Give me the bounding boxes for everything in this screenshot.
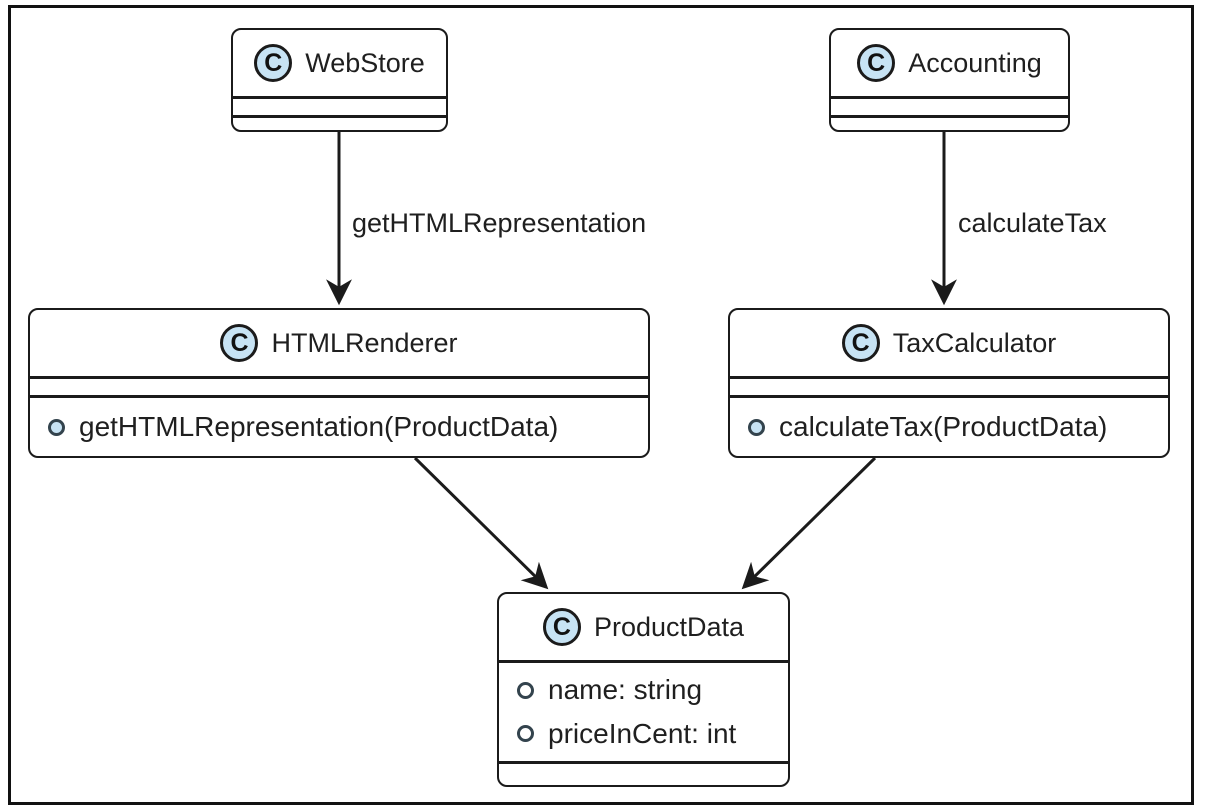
attributes-section-empty [831,96,1068,115]
edge-htmlrenderer-productdata [413,456,549,590]
class-productdata: C ProductData name: string priceInCent: … [497,592,790,787]
class-taxcalculator-header: C TaxCalculator [730,310,1168,376]
class-taxcalculator: C TaxCalculator calculateTax(ProductData… [728,308,1170,458]
methods-section: getHTMLRepresentation(ProductData) [30,395,648,456]
class-name: HTMLRenderer [271,327,458,358]
field-visibility-icon [517,681,534,699]
class-productdata-header: C ProductData [499,594,788,660]
class-htmlrenderer: C HTMLRenderer getHTMLRepresentation(Pro… [28,308,650,458]
methods-section: calculateTax(ProductData) [730,395,1168,456]
field-row: priceInCent: int [517,718,788,750]
class-webstore: C WebStore [231,28,448,132]
field-signature: priceInCent: int [548,717,737,749]
method-visibility-icon [748,418,765,436]
field-signature: name: string [548,674,703,706]
class-webstore-header: C WebStore [233,30,446,96]
method-row: getHTMLRepresentation(ProductData) [48,411,648,443]
attributes-section-empty [233,96,446,115]
methods-section-empty [233,115,446,130]
class-htmlrenderer-header: C HTMLRenderer [30,310,648,376]
field-visibility-icon [517,725,534,743]
field-row: name: string [517,674,788,706]
edge-label-gethtmlrepresentation: getHTMLRepresentation [352,208,647,238]
class-accounting: C Accounting [829,28,1070,132]
class-accounting-header: C Accounting [831,30,1068,96]
method-visibility-icon [48,418,65,436]
class-icon: C [220,324,259,362]
methods-section-empty [499,761,788,785]
edge-taxcalculator-productdata [741,456,877,590]
attributes-section-empty [30,376,648,395]
class-icon: C [857,44,896,82]
method-signature: calculateTax(ProductData) [779,411,1108,442]
attributes-section-empty [730,376,1168,395]
class-name: WebStore [305,47,425,78]
methods-section-empty [831,115,1068,130]
attributes-section: name: string priceInCent: int [499,660,788,761]
class-icon: C [542,608,581,646]
class-name: ProductData [593,611,745,642]
method-row: calculateTax(ProductData) [748,411,1168,443]
class-icon: C [841,324,880,362]
edge-label-calculatetax: calculateTax [958,208,1107,238]
class-name: TaxCalculator [892,327,1057,358]
class-name: Accounting [908,47,1042,78]
class-icon: C [254,44,293,82]
method-signature: getHTMLRepresentation(ProductData) [79,411,559,442]
